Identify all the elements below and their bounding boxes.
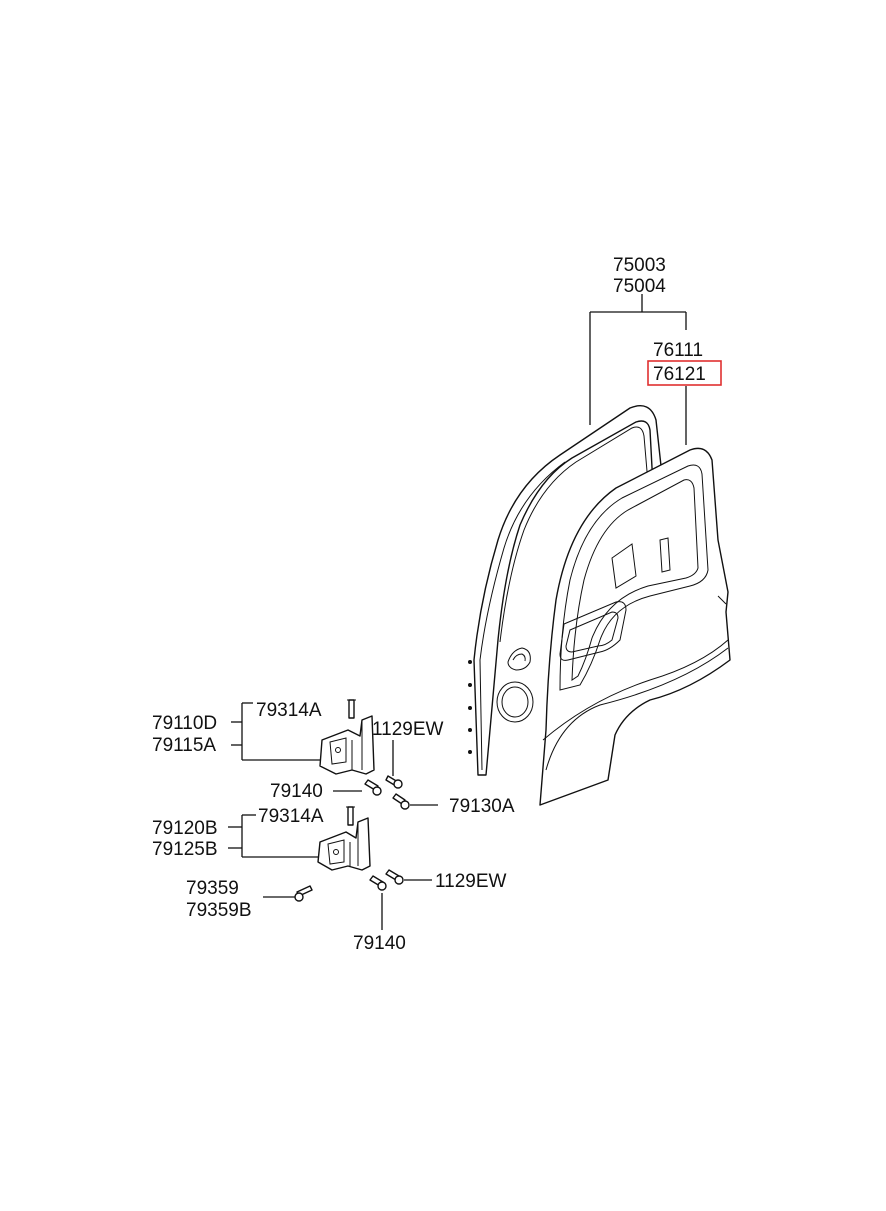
label-79125B[interactable]: 79125B xyxy=(152,839,218,860)
highlight-box xyxy=(647,360,722,386)
door-panel xyxy=(496,447,731,806)
label-79115A[interactable]: 79115A xyxy=(152,735,216,756)
upper-hinge-leaders xyxy=(231,702,438,806)
label-79359[interactable]: 79359 xyxy=(186,878,239,899)
label-79359B[interactable]: 79359B xyxy=(186,900,252,921)
lower-hinge-part xyxy=(294,806,404,902)
label-79110D[interactable]: 79110D xyxy=(152,713,217,734)
label-79140-lower[interactable]: 79140 xyxy=(353,933,406,954)
label-79140-upper[interactable]: 79140 xyxy=(270,781,323,802)
label-79120B[interactable]: 79120B xyxy=(152,818,218,839)
label-1129EW-lower[interactable]: 1129EW xyxy=(435,871,507,892)
label-75004[interactable]: 75004 xyxy=(613,276,666,297)
label-79314A-lower[interactable]: 79314A xyxy=(258,806,324,827)
label-76121[interactable]: 76121 xyxy=(653,364,706,385)
upper-hinge-part xyxy=(319,699,410,810)
door-assembly-leaders xyxy=(589,294,687,445)
lower-hinge-leaders xyxy=(228,814,432,930)
label-1129EW-upper[interactable]: 1129EW xyxy=(372,719,444,740)
label-79130A[interactable]: 79130A xyxy=(449,796,515,817)
label-79314A-upper[interactable]: 79314A xyxy=(256,700,322,721)
label-75003[interactable]: 75003 xyxy=(613,255,666,276)
part-labels: 75003 75004 76111 76121 79110D 79115A 79… xyxy=(152,255,722,954)
label-76111[interactable]: 76111 xyxy=(653,340,703,361)
